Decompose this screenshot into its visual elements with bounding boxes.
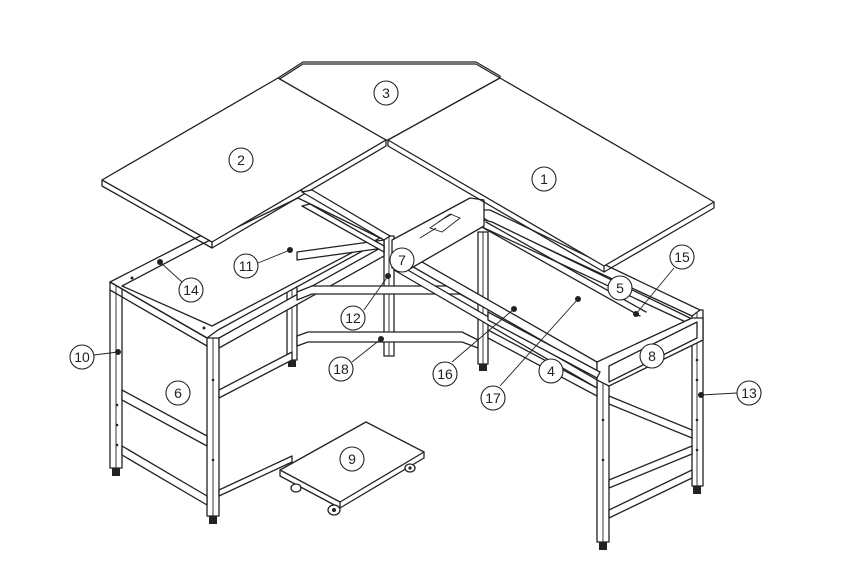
callout-label-2: 2 — [237, 152, 245, 168]
leader-dot-18 — [378, 336, 384, 342]
callout-label-16: 16 — [437, 366, 453, 382]
callout-circle-14 — [178, 277, 204, 303]
callout-circle-9 — [339, 446, 365, 472]
corner-bracket — [391, 197, 485, 271]
right-side-lower-rails — [608, 395, 693, 519]
callout-circle-3 — [373, 80, 399, 106]
front-left-inner-leg — [206, 337, 220, 524]
back-lower-stretcher — [296, 331, 479, 349]
callout-18: 18 — [328, 356, 354, 382]
callout-label-13: 13 — [741, 385, 757, 401]
middle-cross-rails — [301, 189, 391, 253]
callout-circle-15 — [669, 244, 695, 270]
callout-circle-16 — [432, 361, 458, 387]
left-front-lower-rail — [218, 351, 293, 497]
callout-circle-1 — [531, 166, 557, 192]
callout-label-5: 5 — [616, 280, 624, 296]
frame-holes — [115, 276, 699, 462]
callout-15: 15 — [669, 244, 695, 270]
leader-line-10 — [93, 351, 119, 356]
leader-line-16 — [451, 308, 515, 363]
left-side-stretcher — [121, 389, 208, 506]
leader-line-15 — [635, 267, 675, 315]
callout-label-14: 14 — [183, 282, 199, 298]
front-right-leg — [596, 361, 610, 550]
callout-label-3: 3 — [382, 85, 390, 101]
leader-line-11 — [257, 249, 291, 264]
callout-circle-6 — [165, 380, 191, 406]
callout-14: 14 — [178, 277, 204, 303]
callout-label-12: 12 — [345, 310, 361, 326]
callout-circle-10 — [69, 344, 95, 370]
callout-6: 6 — [165, 380, 191, 406]
callout-10: 10 — [69, 344, 95, 370]
callout-circle-4 — [538, 358, 564, 384]
leader-dot-16 — [511, 306, 517, 312]
callout-circle-7 — [389, 247, 415, 273]
callout-label-7: 7 — [398, 252, 406, 268]
left-front-leg — [109, 281, 123, 476]
leader-line-17 — [499, 298, 579, 387]
leader-dot-11 — [287, 247, 293, 253]
callout-3: 3 — [373, 80, 399, 106]
callout-8: 8 — [639, 343, 665, 369]
callout-label-8: 8 — [648, 348, 656, 364]
callout-1: 1 — [531, 166, 557, 192]
leader-dot-10 — [115, 349, 121, 355]
callout-label-17: 17 — [485, 390, 501, 406]
leader-line-14 — [159, 261, 183, 283]
leader-line-13 — [700, 392, 738, 396]
callout-2: 2 — [228, 147, 254, 173]
leader-line-18 — [351, 338, 382, 363]
callout-circle-5 — [607, 275, 633, 301]
callout-label-18: 18 — [333, 361, 349, 377]
callout-circle-18 — [328, 356, 354, 382]
callout-12: 12 — [340, 305, 366, 331]
caster-wheels — [290, 463, 416, 516]
callout-label-9: 9 — [348, 451, 356, 467]
callout-9: 9 — [339, 446, 365, 472]
leader-line-12 — [363, 275, 389, 311]
callout-7: 7 — [389, 247, 415, 273]
callout-5: 5 — [607, 275, 633, 301]
callout-circle-17 — [480, 385, 506, 411]
callout-label-1: 1 — [540, 171, 548, 187]
callout-11: 11 — [233, 253, 259, 279]
leader-dot-14 — [157, 259, 163, 265]
callout-label-6: 6 — [174, 385, 182, 401]
callout-leaders — [93, 247, 738, 398]
callout-label-15: 15 — [674, 249, 690, 265]
callout-label-10: 10 — [74, 349, 90, 365]
callout-13: 13 — [736, 380, 762, 406]
callout-circle-11 — [233, 253, 259, 279]
leader-dot-15 — [633, 311, 639, 317]
leader-dot-17 — [575, 296, 581, 302]
callout-circle-2 — [228, 147, 254, 173]
callout-circle-12 — [340, 305, 366, 331]
callout-16: 16 — [432, 361, 458, 387]
callout-label-4: 4 — [547, 363, 555, 379]
callout-4: 4 — [538, 358, 564, 384]
callout-circle-13 — [736, 380, 762, 406]
leader-dot-12 — [385, 273, 391, 279]
callout-label-11: 11 — [239, 258, 254, 274]
callout-circle-8 — [639, 343, 665, 369]
leader-dot-13 — [698, 392, 704, 398]
callout-17: 17 — [480, 385, 506, 411]
